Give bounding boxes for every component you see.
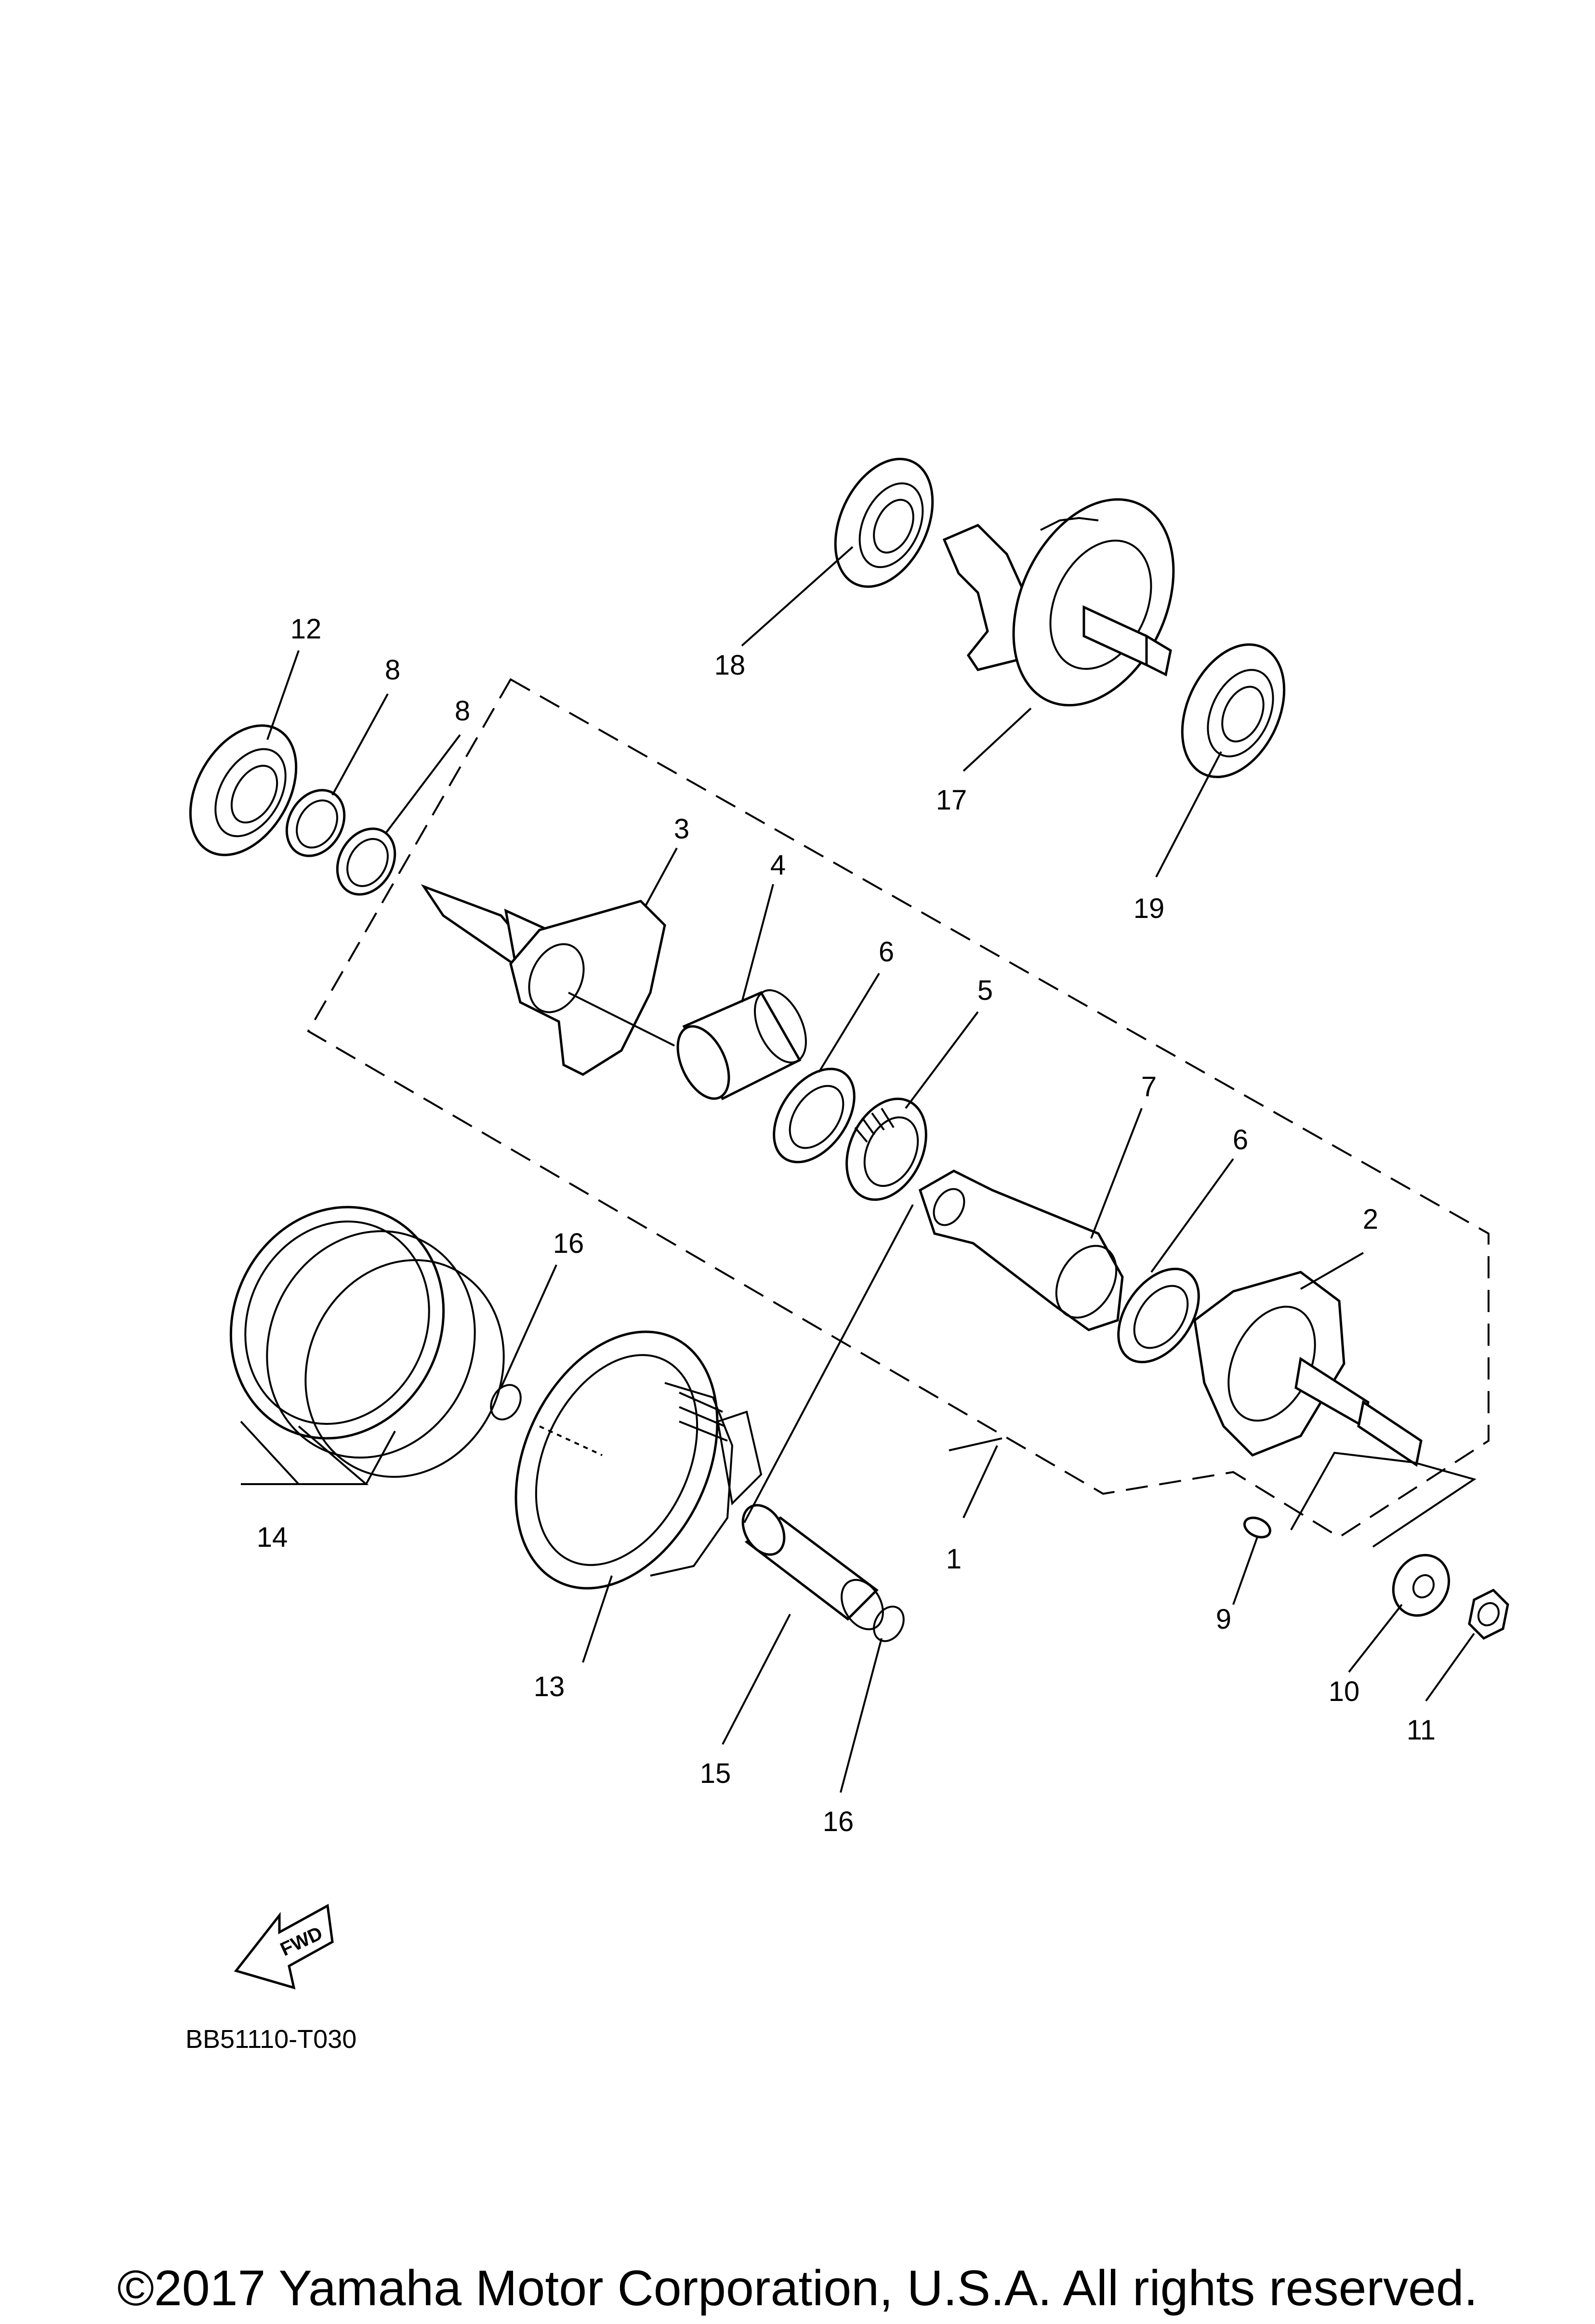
callout-9: 9 <box>1216 1604 1231 1635</box>
needle-bearing-5 <box>845 1097 927 1201</box>
crank-left-3 <box>421 884 675 1076</box>
callout-6b: 6 <box>1233 1124 1248 1155</box>
callout-17: 17 <box>936 784 967 816</box>
bearing-18 <box>834 458 934 588</box>
callout-19: 19 <box>1134 893 1165 924</box>
callout-2: 2 <box>1363 1204 1378 1235</box>
connecting-rod-7 <box>918 1169 1124 1331</box>
drawing-code: BB51110-T030 <box>185 2025 356 2054</box>
callout-5: 5 <box>977 975 993 1006</box>
piston-13 <box>514 1330 763 1590</box>
bearing-12 <box>189 724 298 856</box>
callout-1: 1 <box>946 1543 962 1575</box>
washer-10 <box>1392 1554 1450 1617</box>
crank-right-2 <box>1193 1271 1423 1467</box>
balancer-shaft-17 <box>942 498 1175 707</box>
crank-pin-4 <box>676 989 807 1101</box>
callout-6a: 6 <box>879 936 894 968</box>
crankshaft-assembly-outline <box>307 678 1490 1539</box>
callout-8b: 8 <box>455 695 470 727</box>
callout-3: 3 <box>674 813 689 845</box>
callout-10: 10 <box>1329 1676 1360 1707</box>
callout-12: 12 <box>290 613 322 645</box>
washer-6b <box>1117 1267 1200 1364</box>
washer-8b <box>336 827 396 896</box>
callout-18: 18 <box>714 650 746 681</box>
piston-pin-15 <box>741 1504 884 1631</box>
callout-8a: 8 <box>385 654 400 686</box>
copyright-notice: ©2017 Yamaha Motor Corporation, U.S.A. A… <box>117 2260 1478 2316</box>
woodruff-key-9 <box>1243 1516 1271 1539</box>
washer-6a <box>773 1067 856 1164</box>
callout-13: 13 <box>534 1671 565 1702</box>
washer-8a <box>285 789 346 857</box>
callout-7: 7 <box>1141 1071 1157 1102</box>
callout-4: 4 <box>770 850 786 881</box>
leader-lines <box>240 546 1476 1793</box>
forward-arrow-icon: FWD <box>234 1904 334 1990</box>
callout-16b: 16 <box>823 1806 854 1837</box>
circlip-16a <box>490 1384 522 1421</box>
callout-14: 14 <box>257 1522 288 1553</box>
bearing-19 <box>1181 643 1286 778</box>
nut-11 <box>1468 1588 1509 1640</box>
callout-16a: 16 <box>553 1228 584 1259</box>
callout-15: 15 <box>700 1758 731 1789</box>
callout-11: 11 <box>1407 1714 1436 1746</box>
piston-rings-14 <box>229 1206 505 1478</box>
circlip-16b <box>873 1606 905 1642</box>
